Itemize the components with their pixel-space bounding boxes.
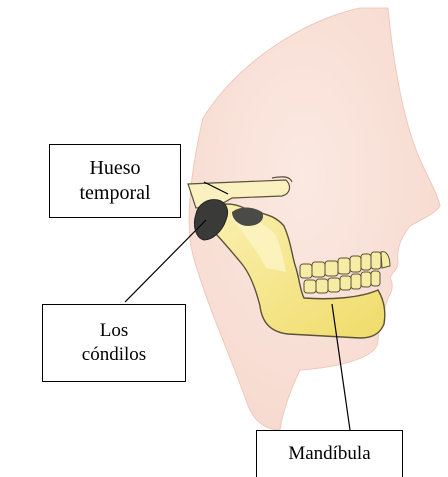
mandible-label-text: Mandíbula bbox=[288, 442, 370, 466]
mandible-label: Mandíbula bbox=[256, 430, 403, 477]
temporal-bone-label: Hueso temporal bbox=[49, 144, 181, 218]
temporal-bone-label-text: Hueso temporal bbox=[79, 156, 150, 206]
condyles-label-text: Los cóndilos bbox=[82, 319, 146, 367]
condyles-label: Los cóndilos bbox=[42, 304, 186, 382]
pointer-condyles bbox=[125, 220, 206, 302]
